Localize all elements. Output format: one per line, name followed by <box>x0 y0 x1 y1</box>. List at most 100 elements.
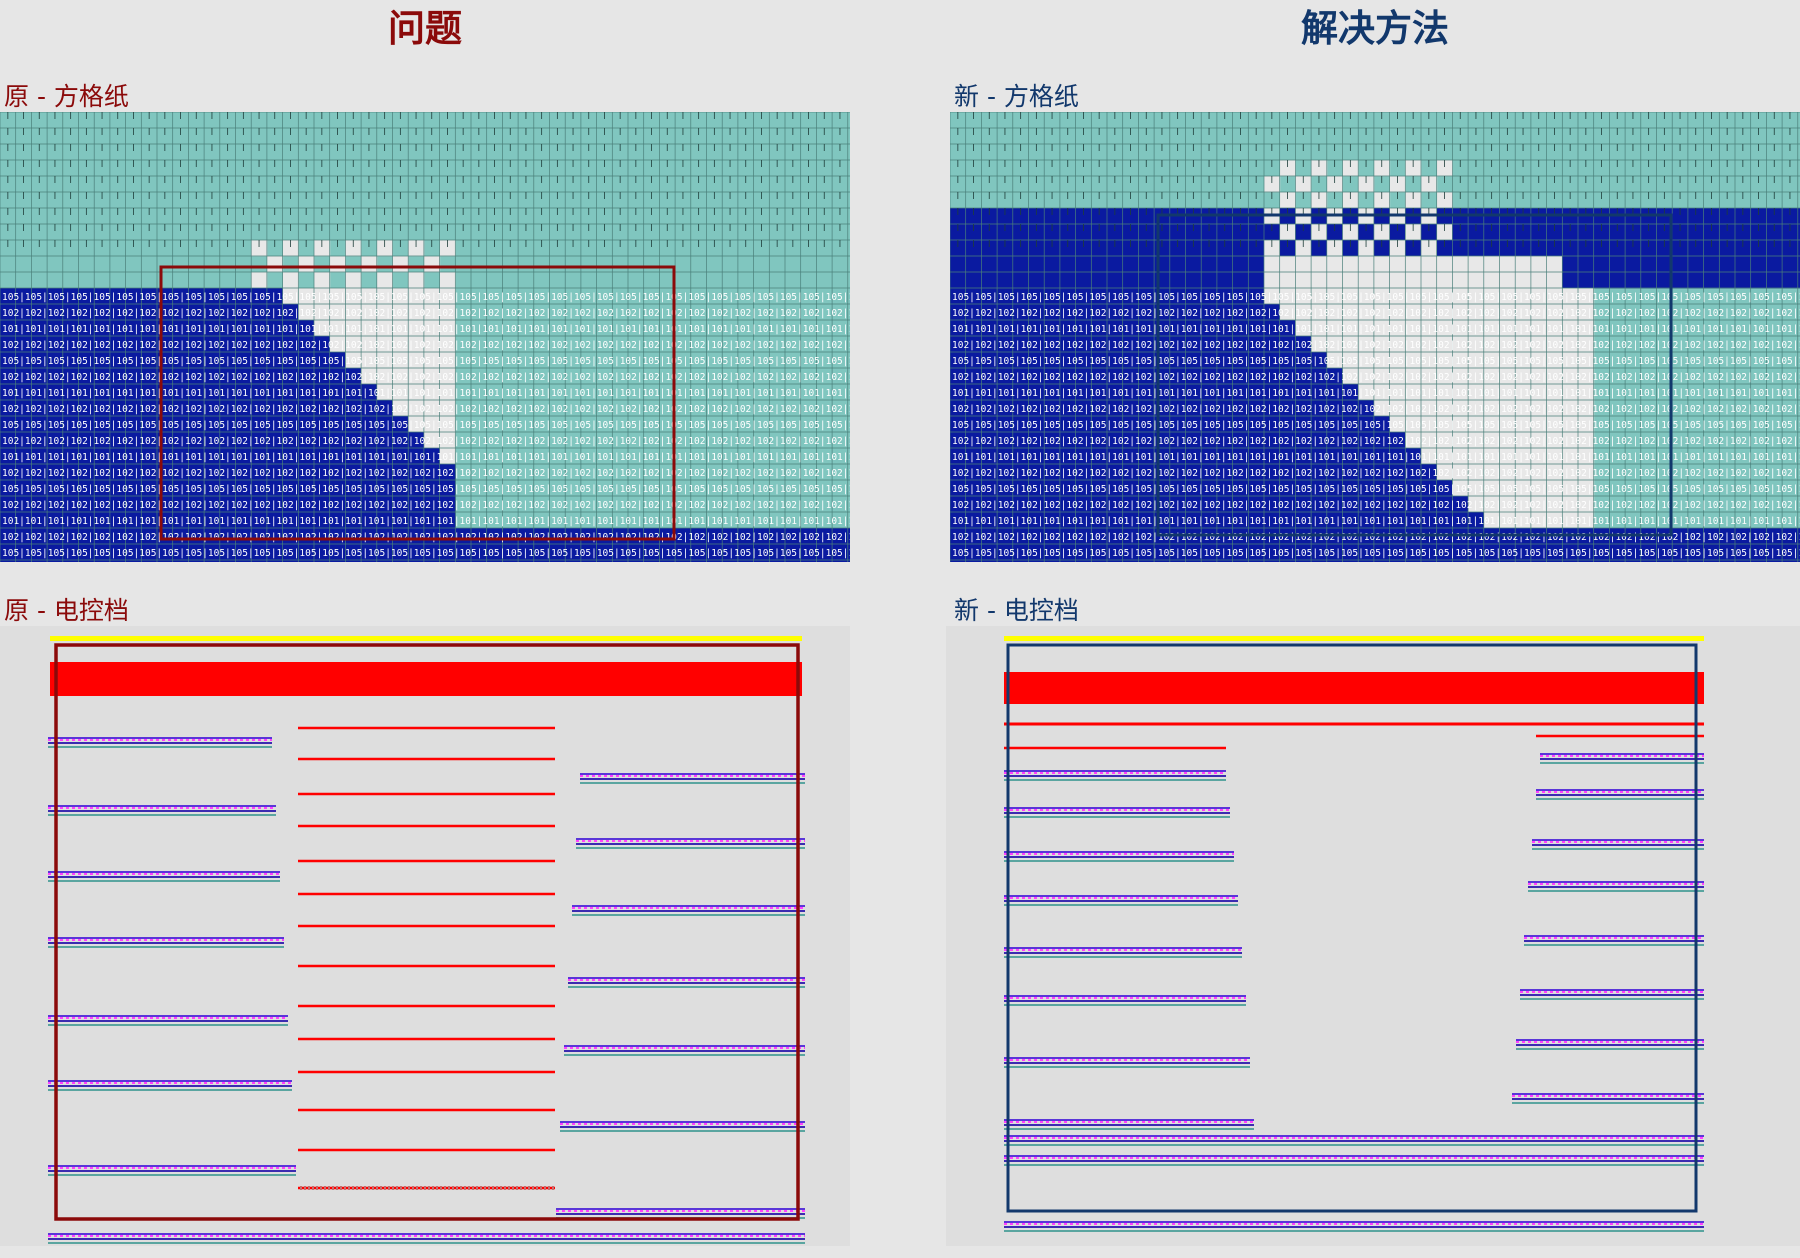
grid-cell <box>1326 176 1343 193</box>
grid-cell <box>1059 384 1077 401</box>
grid-cell <box>1216 240 1234 257</box>
grid-cell <box>423 496 441 513</box>
grid-cell <box>47 560 64 562</box>
highlight-frame <box>1156 213 1673 537</box>
grid-row-code: 102|102|102|102|102|102|102|102|102|102|… <box>2 404 850 415</box>
grid-cell <box>172 304 189 321</box>
grid-cell <box>0 480 17 497</box>
grid-cell <box>1625 560 1642 562</box>
grid-cell <box>47 512 64 529</box>
grid-cell <box>1028 352 1045 369</box>
grid-cell <box>1279 560 1296 562</box>
grid-row-code: 101|101|101|101|101|101|101|101|101|101|… <box>2 324 850 335</box>
grid-cell <box>314 352 331 369</box>
grid-cell <box>314 432 331 449</box>
grid-cell <box>1169 400 1186 417</box>
grid-cell <box>1578 544 1595 561</box>
grid-cell <box>1782 544 1799 561</box>
grid-cell <box>172 288 189 305</box>
grid-cell <box>1389 272 1406 289</box>
grid-cell <box>1185 416 1202 433</box>
grid-cell <box>1216 368 1234 385</box>
grid-cell <box>1672 272 1689 289</box>
grid-cell <box>1499 368 1516 385</box>
grid-cell <box>1358 336 1375 353</box>
grid-cell <box>298 400 315 417</box>
grid-cell <box>1530 480 1548 497</box>
grid-cell <box>1421 432 1438 449</box>
grid-cell <box>62 352 79 369</box>
grid-cell <box>1185 448 1202 465</box>
grid-cell <box>62 560 79 562</box>
grid-cell <box>1562 416 1579 433</box>
grid-cell <box>376 400 393 417</box>
grid-cell <box>1530 368 1548 385</box>
grid-cell <box>1264 272 1281 289</box>
grid-cell <box>1295 448 1312 465</box>
grid-cell <box>965 416 982 433</box>
problem-heading: 问题 <box>388 7 462 50</box>
grid-row-code: 102|102|102|102|102|102|102|102|102|102|… <box>2 500 850 511</box>
grid-cell <box>1719 528 1736 545</box>
grid-cell <box>251 288 268 305</box>
grid-cell <box>1373 224 1391 241</box>
grid-cell <box>1311 448 1328 465</box>
grid-cell <box>1216 352 1234 369</box>
grid-cell <box>1075 432 1092 449</box>
grid-cell <box>1279 256 1296 273</box>
grid-cell <box>1185 352 1202 369</box>
grid-cell <box>1326 320 1343 337</box>
grid-cell <box>612 560 629 562</box>
grid-cell <box>1342 544 1359 561</box>
grid-cell <box>1640 560 1657 562</box>
grid-cell <box>314 288 331 305</box>
grid-cell <box>1483 512 1500 529</box>
grid-cell <box>423 400 441 417</box>
grid-cell <box>1185 560 1202 562</box>
grid-cell <box>0 448 17 465</box>
grid-cell <box>1044 288 1061 305</box>
grid-cell <box>1264 368 1281 385</box>
grid-cell <box>950 480 967 497</box>
grid-cell <box>94 352 111 369</box>
grid-cell <box>1279 432 1296 449</box>
grid-cell <box>1028 544 1045 561</box>
grid-cell <box>219 352 236 369</box>
grid-cell <box>235 416 252 433</box>
grid-cell <box>950 528 967 545</box>
grid-cell <box>31 512 48 529</box>
grid-cell <box>204 384 221 401</box>
grid-cell <box>981 480 998 497</box>
grid-cell <box>1499 352 1516 369</box>
grid-cell <box>408 560 425 562</box>
grid-cell <box>1342 192 1359 209</box>
grid-row-code: 105|105|105|105|105|105|105|105|105|105|… <box>2 420 850 431</box>
grid-cell <box>1012 224 1029 241</box>
grid-cell <box>1405 320 1422 337</box>
grid-cell <box>1059 528 1077 545</box>
grid-cell <box>1279 496 1296 513</box>
grid-cell <box>1326 384 1343 401</box>
grid-cell <box>1656 256 1673 273</box>
grid-cell <box>345 544 362 561</box>
grid-cell <box>1091 272 1108 289</box>
grid-cell <box>94 416 111 433</box>
grid-cell <box>1295 384 1312 401</box>
grid-row-code: 105|105|105|105|105|105|105|105|105|105|… <box>2 356 850 367</box>
grid-cell <box>981 304 998 321</box>
grid-cell <box>1311 304 1328 321</box>
grid-cell <box>298 544 315 561</box>
grid-cell <box>109 496 127 513</box>
grid-cell <box>251 560 268 562</box>
grid-cell <box>282 432 299 449</box>
grid-cell <box>1201 288 1218 305</box>
grid-cell <box>1452 448 1469 465</box>
grid-cell <box>455 560 472 562</box>
grid-cell <box>329 256 346 273</box>
grid-cell <box>282 560 299 562</box>
grid-cell <box>439 288 456 305</box>
grid-cell <box>1373 352 1391 369</box>
grid-cell <box>1687 224 1705 241</box>
grid-cell <box>439 336 456 353</box>
grid-cell <box>1358 496 1375 513</box>
